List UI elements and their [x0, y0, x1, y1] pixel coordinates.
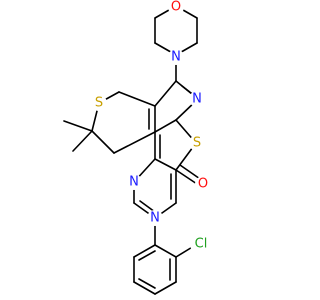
thiopyran-sulfur-label: S: [95, 96, 103, 111]
bond: [72, 130, 93, 152]
carbonyl-oxygen-label: O: [198, 177, 208, 192]
pyrimidine-nitrogen-1-label: N: [129, 175, 139, 190]
chlorine-label: Cl: [195, 237, 208, 252]
bond: [133, 281, 156, 295]
atom-layer: O N N S S N N O Cl: [91, 0, 212, 255]
bond: [91, 130, 115, 154]
pyrimidine-nitrogen-3-label: N: [150, 211, 160, 226]
bond: [118, 91, 156, 107]
bond: [138, 250, 156, 261]
morpholine-oxygen-label: O: [171, 0, 181, 15]
morpholine-nitrogen-label: N: [171, 50, 181, 65]
bond: [154, 80, 177, 107]
bond: [154, 244, 177, 258]
bond-layer: [63, 5, 204, 295]
molecule-structure: O N N S S N N O Cl: [63, 0, 212, 295]
bond: [138, 278, 156, 289]
pyridine-nitrogen-label: N: [192, 92, 202, 107]
bond: [154, 281, 177, 295]
bond: [113, 131, 156, 154]
bond: [154, 158, 177, 171]
thiophene-sulfur-label: S: [193, 136, 201, 151]
bond: [63, 120, 93, 132]
bond: [133, 244, 156, 258]
bond: [154, 119, 177, 133]
bond: [139, 200, 156, 213]
